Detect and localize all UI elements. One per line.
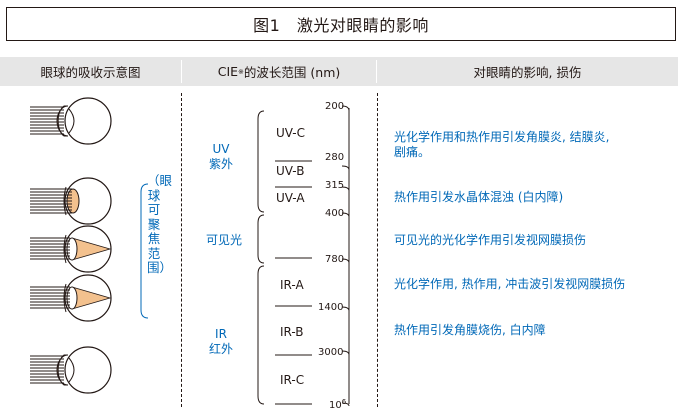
tick-3000: 3000 (318, 347, 344, 358)
band-ira: IR-A (280, 278, 304, 292)
effect-ira: 光化学作用, 热作用, 冲击波引发视网膜损伤 (394, 277, 626, 291)
header-wavelength-suffix: 的波长范围 (nm) (243, 65, 341, 80)
eye-absorption-diagram (30, 97, 149, 394)
tick-1e6-base: 10 (329, 400, 342, 411)
tick-1e6: 106 (329, 396, 346, 412)
effect-uvc-uvb-line1: 光化学作用和热作用引发角膜炎, 结膜炎, (394, 130, 610, 144)
effect-uvc-uvb-line2: 剧痛。 (394, 145, 431, 159)
ir-band-bracket (257, 265, 265, 405)
table-header (0, 57, 678, 86)
figure-title: 图1 激光对眼睛的影响 (6, 7, 676, 41)
header-absorption: 眼球的吸收示意图 (40, 65, 141, 80)
effect-visible: 可见光的光化学作用引发视网膜损伤 (394, 233, 587, 247)
effect-uva: 热作用引发水晶体混浊 (白内障) (394, 190, 564, 204)
header-divider (181, 60, 182, 83)
uv-band-bracket (257, 110, 265, 213)
column-divider (181, 93, 182, 407)
uv-abbr: UV (212, 142, 230, 156)
header-wavelength-mark: ※ (238, 67, 244, 76)
tick-1400: 1400 (318, 302, 344, 313)
header-effects: 对眼睛的影响, 损伤 (473, 65, 582, 80)
band-uvb: UV-B (276, 164, 305, 178)
eye-ir-absorption (30, 346, 112, 394)
effect-irb-irc: 热作用引发角膜烧伤, 白内障 (394, 323, 546, 337)
tick-1e6-exp: 6 (341, 398, 347, 406)
visible-name: 可见光 (205, 233, 242, 247)
header-divider (376, 60, 377, 83)
focus-bracket (140, 183, 149, 319)
ir-name: 红外 (208, 342, 233, 356)
tick-200: 200 (325, 101, 345, 112)
eye-ira-focus (30, 274, 112, 322)
band-irb: IR-B (280, 325, 304, 339)
visible-band-bracket (257, 214, 265, 264)
tick-280: 280 (325, 152, 345, 163)
band-uva: UV-A (276, 191, 305, 205)
focus-range-label: （眼球可聚焦范围） (147, 173, 173, 275)
header-wavelength: CIE※的波长范围 (nm) (182, 57, 376, 86)
ir-abbr: IR (215, 327, 227, 341)
band-irc: IR-C (280, 373, 305, 387)
tick-400: 400 (325, 208, 345, 219)
column-divider (377, 93, 378, 407)
eye-uv-absorption (30, 97, 112, 145)
tick-315: 315 (325, 180, 345, 191)
eye-uva-absorption (30, 177, 112, 225)
band-uvc: UV-C (276, 126, 305, 140)
tick-780: 780 (325, 254, 345, 265)
wavelength-scale (257, 105, 350, 407)
header-wavelength-cie: CIE (217, 64, 239, 79)
eye-visible-focus (30, 225, 112, 273)
uv-name: 紫外 (208, 157, 233, 171)
